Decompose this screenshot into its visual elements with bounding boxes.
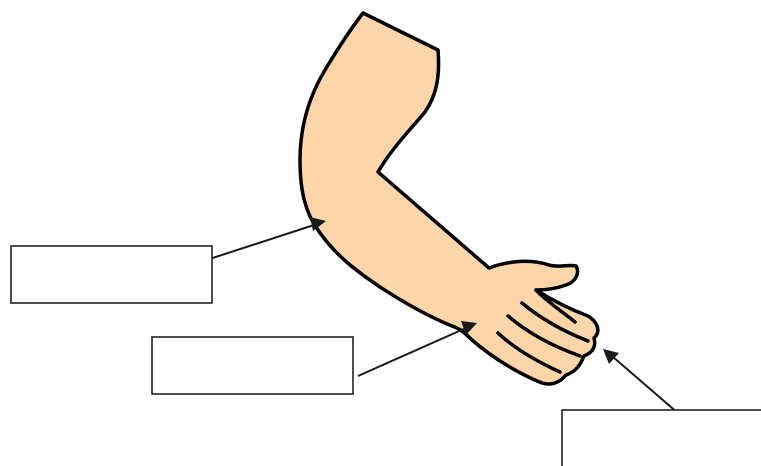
label-box-fingers[interactable] (562, 410, 761, 466)
label-box-elbow[interactable] (11, 246, 212, 303)
label-box-fingers-frame (562, 410, 761, 466)
arm-shape (300, 13, 598, 384)
arrow-fingers-head (603, 349, 619, 364)
arrow-wrist-line (358, 328, 466, 376)
label-box-wrist[interactable] (152, 337, 353, 394)
label-box-elbow-frame (11, 246, 212, 303)
label-box-wrist-frame (152, 337, 353, 394)
arm-illustration (300, 13, 598, 384)
